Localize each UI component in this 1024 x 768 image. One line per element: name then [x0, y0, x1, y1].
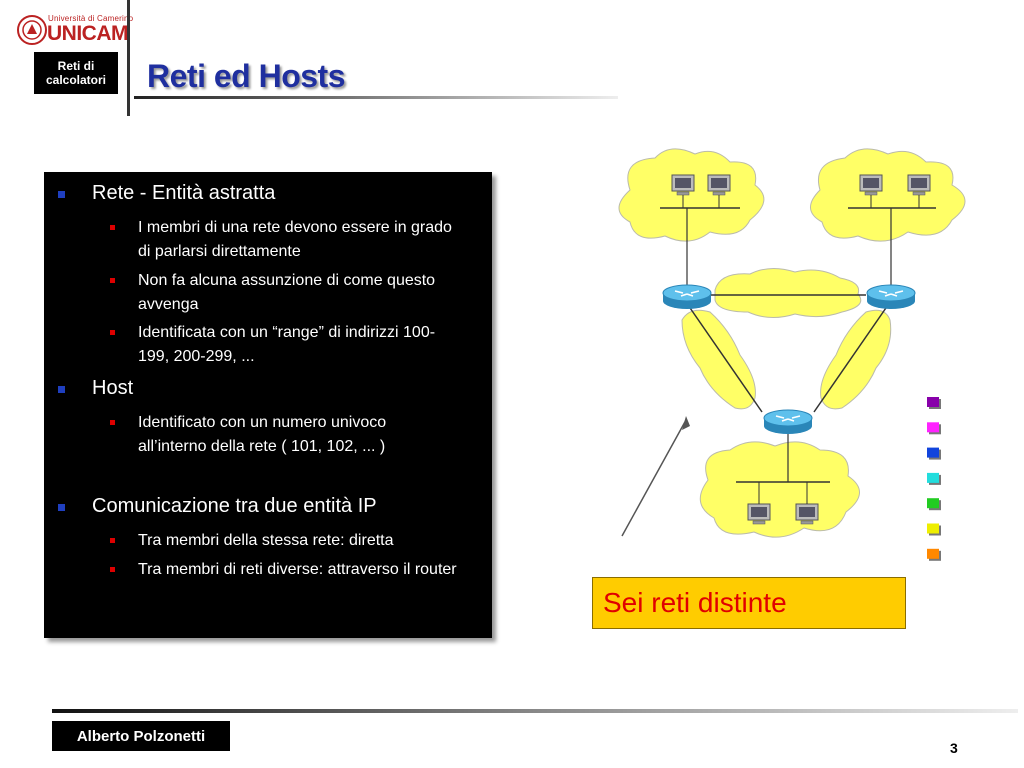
sub-bullet-text: I membri di una rete devono essere in gr…	[138, 219, 452, 260]
slide-title: Reti ed Hosts	[147, 58, 345, 94]
pointer-arrow-icon	[621, 416, 690, 537]
sub-bullet-text: Non fa alcuna assunzione di come questo …	[138, 272, 436, 313]
author-label: Alberto Polzonetti	[52, 721, 230, 751]
university-logo	[14, 10, 126, 50]
legend-swatch	[927, 548, 939, 559]
sub-bullet-square-icon	[110, 567, 115, 572]
legend-swatch	[927, 523, 939, 534]
cloud-link-left	[681, 304, 763, 413]
header-divider	[127, 0, 130, 116]
page-number: 3	[950, 740, 958, 756]
callout-box: Sei reti distinte	[592, 577, 906, 629]
legend-swatch	[927, 498, 939, 509]
cloud-lan-top-right	[810, 148, 966, 242]
bullet-square-icon	[58, 386, 65, 393]
legend-swatch	[927, 472, 939, 483]
bullet-label: Comunicazione tra due entità IP	[92, 495, 377, 517]
sub-bullet-text: Tra membri di reti diverse: attraverso i…	[138, 561, 457, 578]
sub-bullet-text: Identificato con un numero univoco all’i…	[138, 414, 387, 455]
cloud-link-right	[813, 304, 892, 413]
footer-rule	[52, 709, 1018, 713]
bullet-square-icon	[58, 504, 65, 511]
sub-bullet-square-icon	[110, 278, 115, 283]
course-label: Reti di calcolatori	[34, 52, 118, 94]
bullet-label: Rete - Entità astratta	[92, 182, 276, 204]
sub-bullet-square-icon	[110, 420, 115, 425]
title-underline	[134, 96, 618, 99]
legend-swatch	[927, 447, 939, 458]
content-panel: Rete - Entità astratta I membri di una r…	[44, 172, 492, 638]
bullet-square-icon	[58, 191, 65, 198]
sub-bullet-text: Identificata con un “range” di indirizzi…	[138, 324, 436, 365]
sub-bullet-square-icon	[110, 330, 115, 335]
cloud-lan-top-left	[618, 148, 765, 242]
cloud-link-middle	[708, 268, 866, 318]
legend-swatch	[927, 422, 939, 433]
bullet-label: Host	[92, 377, 134, 399]
logo-subtitle: Università di Camerino	[48, 14, 134, 23]
cloud-lan-bottom	[699, 441, 860, 538]
university-seal-icon	[17, 15, 47, 45]
color-legend	[927, 397, 941, 561]
sub-bullet-square-icon	[110, 225, 115, 230]
router-icon	[763, 409, 813, 435]
router-icon	[866, 284, 916, 310]
legend-swatch	[927, 397, 939, 407]
sub-bullet-text: Tra membri della stessa rete: diretta	[138, 532, 394, 549]
sub-bullet-square-icon	[110, 538, 115, 543]
logo-wordmark: UNICAM	[47, 22, 129, 45]
network-diagram	[618, 148, 966, 561]
router-icon	[662, 284, 712, 310]
